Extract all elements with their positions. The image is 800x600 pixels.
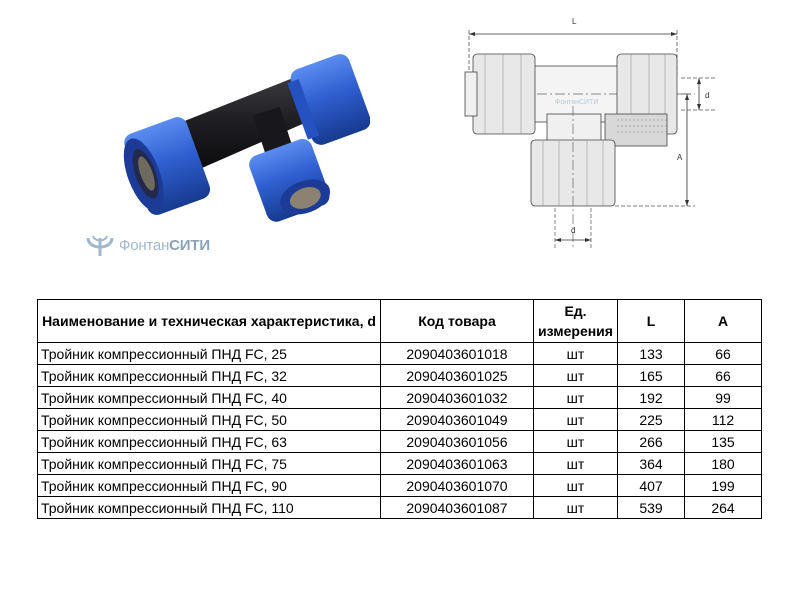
- cell-L: 192: [617, 386, 685, 409]
- cell-unit: шт: [533, 364, 618, 387]
- cell-L: 539: [617, 496, 685, 519]
- cell-name: Тройник компрессионный ПНД FC, 75: [37, 452, 381, 475]
- dimension-label-d-bottom: d: [571, 226, 575, 235]
- header-name: Наименование и техническая характеристик…: [37, 299, 381, 343]
- cell-unit: шт: [533, 496, 618, 519]
- header-code: Код товара: [380, 299, 534, 343]
- fountain-logo-icon: [86, 235, 114, 256]
- cell-L: 165: [617, 364, 685, 387]
- cell-unit: шт: [533, 408, 618, 431]
- cell-name: Тройник компрессионный ПНД FC, 63: [37, 430, 381, 453]
- cell-A: 66: [684, 364, 762, 387]
- cell-name: Тройник компрессионный ПНД FC, 110: [37, 496, 381, 519]
- cell-name: Тройник компрессионный ПНД FC, 32: [37, 364, 381, 387]
- cell-unit: шт: [533, 386, 618, 409]
- technical-drawing: L ФонтанСИТИ d A d: [464, 17, 717, 248]
- cell-L: 225: [617, 408, 685, 431]
- cell-L: 133: [617, 342, 685, 365]
- table-row: Тройник компрессионный ПНД FC, 90 209040…: [37, 474, 762, 497]
- brand-logo: ФонтанСИТИ: [85, 228, 235, 262]
- table-row: Тройник компрессионный ПНД FC, 25 209040…: [37, 342, 762, 365]
- drawing-watermark: ФонтанСИТИ: [555, 99, 598, 106]
- cell-L: 266: [617, 430, 685, 453]
- cell-unit: шт: [533, 342, 618, 365]
- brand-name: ФонтанСИТИ: [119, 236, 210, 254]
- cell-L: 407: [617, 474, 685, 497]
- dimension-label-A: A: [677, 153, 683, 162]
- table-row: Тройник компрессионный ПНД FC, 63 209040…: [37, 430, 762, 453]
- cell-code: 2090403601018: [380, 342, 534, 365]
- header-unit: Ед. измерения: [533, 299, 618, 343]
- table-header-row: Наименование и техническая характеристик…: [37, 299, 762, 343]
- dimension-label-L: L: [572, 17, 577, 26]
- cell-A: 112: [684, 408, 762, 431]
- cell-A: 99: [684, 386, 762, 409]
- table-row: Тройник компрессионный ПНД FC, 75 209040…: [37, 452, 762, 475]
- header-A: A: [684, 299, 762, 343]
- cell-code: 2090403601056: [380, 430, 534, 453]
- cell-name: Тройник компрессионный ПНД FC, 40: [37, 386, 381, 409]
- header-L: L: [617, 299, 685, 343]
- table-row: Тройник компрессионный ПНД FC, 32 209040…: [37, 364, 762, 387]
- cell-name: Тройник компрессионный ПНД FC, 25: [37, 342, 381, 365]
- cell-code: 2090403601063: [380, 452, 534, 475]
- cell-A: 199: [684, 474, 762, 497]
- product-photo-tee-fitting: [123, 54, 370, 222]
- cell-A: 135: [684, 430, 762, 453]
- table-row: Тройник компрессионный ПНД FC, 110 20904…: [37, 496, 762, 519]
- cell-L: 364: [617, 452, 685, 475]
- cell-A: 180: [684, 452, 762, 475]
- cell-unit: шт: [533, 474, 618, 497]
- cell-code: 2090403601032: [380, 386, 534, 409]
- cell-code: 2090403601070: [380, 474, 534, 497]
- cell-code: 2090403601087: [380, 496, 534, 519]
- table-row: Тройник компрессионный ПНД FC, 40 209040…: [37, 386, 762, 409]
- cell-name: Тройник компрессионный ПНД FC, 50: [37, 408, 381, 431]
- dimension-label-d-side: d: [705, 91, 709, 100]
- spec-table: Наименование и техническая характеристик…: [37, 299, 762, 519]
- cell-A: 264: [684, 496, 762, 519]
- cell-unit: шт: [533, 452, 618, 475]
- cell-code: 2090403601049: [380, 408, 534, 431]
- cell-A: 66: [684, 342, 762, 365]
- table-row: Тройник компрессионный ПНД FC, 50 209040…: [37, 408, 762, 431]
- cell-code: 2090403601025: [380, 364, 534, 387]
- cell-name: Тройник компрессионный ПНД FC, 90: [37, 474, 381, 497]
- cell-unit: шт: [533, 430, 618, 453]
